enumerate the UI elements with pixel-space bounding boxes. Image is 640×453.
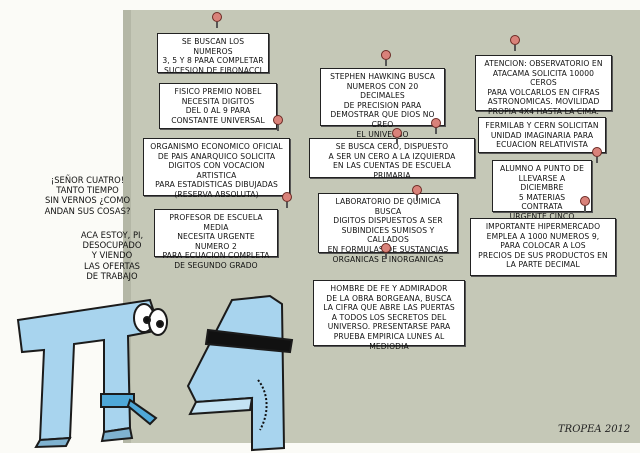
note-fermilab-cern: FERMILAB Y CERN SOLICITAN UNIDAD IMAGINA… xyxy=(478,117,606,153)
pin-icon xyxy=(580,196,590,212)
artist-signature: TROPEA 2012 xyxy=(558,424,631,435)
note-stephen-hawking: STEPHEN HAWKING BUSCA NUMEROS CON 20 DEC… xyxy=(320,68,445,139)
pi-speech: ¡SEÑOR CUATRO! TANTO TIEMPO SIN VERNOS ¿… xyxy=(44,175,131,216)
four-character xyxy=(186,294,294,452)
pin-icon xyxy=(431,118,441,134)
pi-character xyxy=(16,298,168,449)
pin-icon xyxy=(510,35,520,51)
board-edge-shadow xyxy=(123,10,131,443)
note-economic-agency: ORGANISMO ECONOMICO OFICIAL DE PAIS ANAR… xyxy=(143,138,290,199)
note-zero-left: SE BUSCA CERO, DISPUESTO A SER UN CERO A… xyxy=(309,138,475,180)
note-fibonacci: SE BUSCAN LOS NUMEROS 3, 5 Y 8 PARA COMP… xyxy=(157,33,269,75)
note-school-teacher: PROFESOR DE ESCUELA MEDIA NECESITA URGEN… xyxy=(154,209,278,270)
pin-icon xyxy=(381,50,391,66)
pin-icon xyxy=(381,243,391,259)
pin-icon xyxy=(212,12,222,28)
note-atacama-observatory: ATENCION: OBSERVATORIO EN ATACAMA SOLICI… xyxy=(475,55,612,116)
pin-icon xyxy=(392,128,402,144)
note-hypermarket: IMPORTANTE HIPERMERCADO EMPLEA A 1000 NU… xyxy=(470,218,616,276)
pin-icon xyxy=(282,192,292,208)
scarf-icon xyxy=(100,393,135,408)
note-nobel-physicist: FISICO PREMIO NOBEL NECESITA DIGITOS DEL… xyxy=(159,83,277,129)
pin-icon xyxy=(412,185,422,201)
pin-icon xyxy=(592,147,602,163)
four-speech: ACA ESTOY, PI, DESOCUPADO Y VIENDO LAS O… xyxy=(80,230,144,281)
pin-icon xyxy=(273,115,283,131)
note-borges-admirer: HOMBRE DE FE Y ADMIRADOR DE LA OBRA BORG… xyxy=(313,280,465,351)
note-chemistry-lab: LABORATORIO DE QUIMICA BUSCA DIGITOS DIS… xyxy=(318,193,458,264)
